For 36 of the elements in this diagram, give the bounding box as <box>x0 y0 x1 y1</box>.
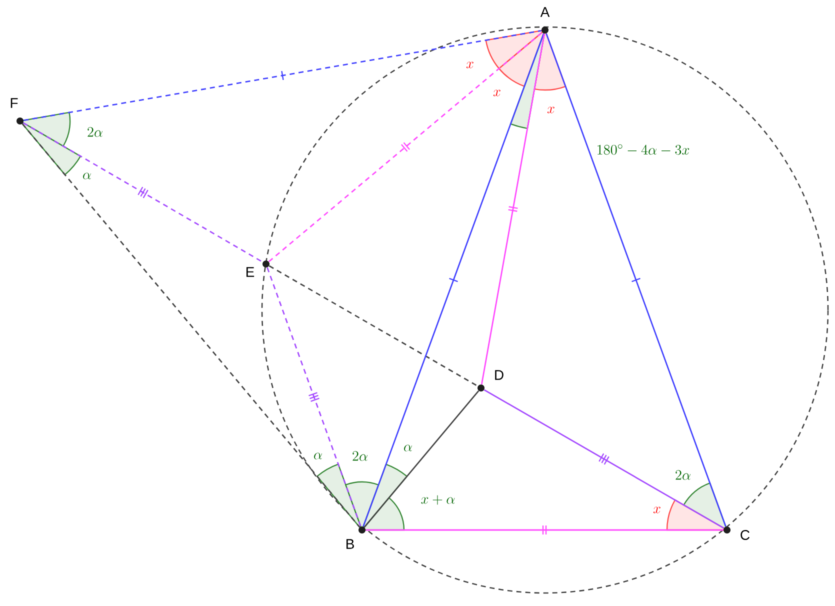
line-segment <box>268 32 543 262</box>
point-label: B <box>346 539 354 549</box>
angle-label: $\alpha$ <box>404 444 412 452</box>
point-label: A <box>540 7 550 17</box>
angle-label: $2\alpha$ <box>352 451 368 461</box>
angle-label: $2\alpha$ <box>88 127 102 137</box>
point-label: E <box>246 267 254 277</box>
line-segment <box>362 33 544 527</box>
angle-label: $\alpha$ <box>314 452 322 460</box>
angle-label: $2\alpha$ <box>676 470 690 480</box>
point <box>542 26 548 34</box>
angle-label: $x$ <box>653 506 660 514</box>
point <box>16 118 24 124</box>
angle-label: $180^\circ - 4\alpha - 3x$ <box>598 144 690 155</box>
line-segment <box>364 390 480 528</box>
angle-label: $x$ <box>493 90 500 96</box>
line-segment <box>268 265 478 387</box>
point-label: D <box>495 370 504 380</box>
angle-label: $x$ <box>547 106 554 114</box>
point <box>724 526 730 534</box>
point-label: C <box>740 530 750 540</box>
point <box>358 526 366 534</box>
angle-label: $\alpha$ <box>83 172 91 180</box>
line-segment <box>480 34 546 384</box>
line-segment <box>266 267 362 527</box>
angle-label: $x + \alpha$ <box>421 495 455 505</box>
line-segment <box>24 30 542 122</box>
point <box>478 384 484 392</box>
line-segment <box>546 33 726 527</box>
angle-label: $x$ <box>466 62 474 68</box>
line-segment <box>366 524 724 536</box>
point-label: F <box>10 98 18 108</box>
line-segment <box>22 123 360 528</box>
point <box>262 260 270 268</box>
line-segment <box>484 389 724 529</box>
line-segment <box>22 122 264 263</box>
